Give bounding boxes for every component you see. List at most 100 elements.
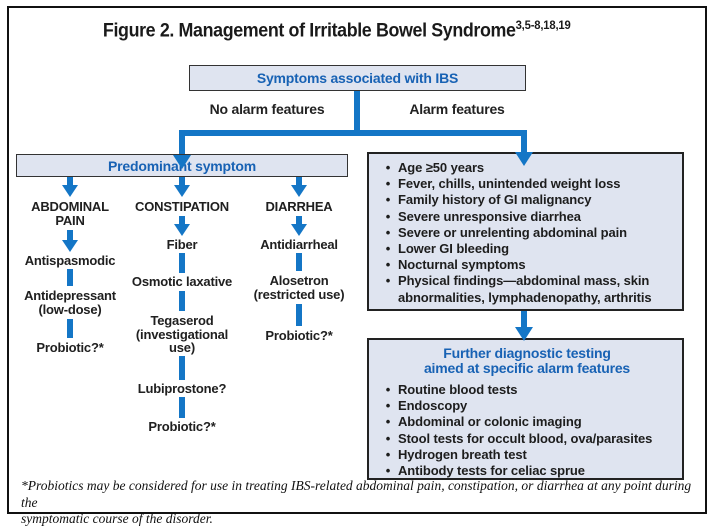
connector-col1-line — [67, 177, 73, 186]
footnote-line: symptomatic course of the disorder. — [21, 511, 213, 526]
connector-testing-line — [521, 311, 527, 328]
treatment-line: Probiotic?* — [148, 419, 216, 434]
connector-line — [296, 216, 302, 225]
bullet-icon: • — [385, 208, 391, 224]
connector-left-drop-line — [179, 130, 185, 156]
down-arrowhead-icon — [291, 224, 307, 236]
down-arrowhead-icon — [173, 155, 191, 169]
testing-item: • Endoscopy — [378, 398, 676, 414]
alarm-item: • Family history of GI malignancy — [378, 192, 676, 208]
connector-line — [179, 253, 185, 273]
treatment-line: Antispasmodic — [24, 253, 116, 268]
testing-item-text: Routine blood tests — [398, 382, 518, 397]
alarm-item: • Age ≥50 years — [378, 160, 676, 176]
treatment-line: Probiotic?* — [265, 328, 333, 343]
down-arrowhead-icon — [174, 185, 190, 197]
alarm-item-text: Nocturnal symptoms — [398, 257, 526, 273]
title-line: Further diagnostic testing — [443, 345, 611, 361]
treatment-line: Osmotic laxative — [131, 274, 233, 289]
bullet-icon: • — [385, 241, 391, 257]
treatment-probiotic-constipation: Probiotic?* — [112, 420, 252, 434]
bullet-icon: • — [385, 192, 391, 208]
treatment-alosetron: Alosetron (restricted use) — [229, 274, 369, 301]
treatment-fiber: Fiber — [112, 238, 252, 252]
treatment-antidiarrheal: Antidiarrheal — [229, 238, 369, 252]
treatment-line: (low-dose) — [38, 301, 102, 317]
diagnostic-testing-title: Further diagnostic testing aimed at spec… — [378, 346, 676, 376]
down-arrowhead-icon — [62, 240, 78, 252]
figure-title: Figure 2. Management of Irritable Bowel … — [9, 18, 705, 42]
bullet-icon: • — [385, 398, 391, 414]
column-header-constipation: CONSTIPATION — [112, 200, 252, 214]
bullet-icon: • — [385, 414, 391, 430]
testing-item: • Antibody tests for celiac sprue — [378, 463, 676, 479]
title-line: aimed at specific alarm features — [423, 360, 631, 376]
bullet-icon: • — [385, 273, 391, 289]
connector-line — [179, 216, 185, 225]
alarm-item-text: Severe unresponsive diarrhea — [398, 208, 581, 224]
alarm-item: •Severe or unrelenting abdominal pain — [378, 225, 676, 241]
footnote: *Probiotics may be considered for use in… — [21, 478, 693, 528]
treatment-line: Probiotic?* — [36, 340, 104, 355]
branch-label-no-alarm: No alarm features — [209, 101, 325, 117]
down-arrowhead-icon — [291, 185, 307, 197]
connector-line — [296, 304, 302, 326]
alarm-item: • Fever, chills, unintended weight loss — [378, 176, 676, 192]
treatment-probiotic-pain: Probiotic?* — [5, 341, 135, 355]
connector-line — [179, 356, 185, 380]
down-arrowhead-icon — [62, 185, 78, 197]
connector-right-drop-line — [521, 130, 527, 153]
alarm-features-box: • Age ≥50 years • Fever, chills, unintende… — [367, 152, 684, 311]
testing-item: • Stool tests for occult blood, ova/paras… — [378, 431, 676, 447]
connector-line — [67, 319, 73, 338]
bullet-icon: • — [385, 257, 391, 273]
alarm-item: • Physical findings—abdominal mass, skin … — [378, 273, 676, 305]
down-arrowhead-icon — [174, 224, 190, 236]
column-header-abdominal-pain: ABDOMINAL PAIN — [5, 200, 135, 227]
treatment-line: Lubiprostone? — [137, 381, 227, 396]
alarm-item-text: Severe or unrelenting abdominal pain — [398, 224, 628, 240]
treatment-line: Fiber — [166, 237, 198, 252]
alarm-item-text: Lower GI bleeding — [398, 241, 509, 257]
treatment-tegaserod: Tegaserod (investigational use) — [112, 314, 252, 355]
alarm-item-text: Age ≥50 years — [398, 160, 485, 175]
alarm-item-text: Family history of GI malignancy — [398, 192, 592, 208]
testing-item-text: Abdominal or colonic imaging — [398, 414, 582, 430]
branch-label-alarm: Alarm features — [409, 101, 505, 117]
header-line: DIARRHEA — [265, 199, 333, 214]
alarm-item: • Lower GI bleeding — [378, 241, 676, 257]
testing-item: • Abdominal or colonic imaging — [378, 414, 676, 430]
connector-line — [179, 397, 185, 418]
header-line: CONSTIPATION — [135, 199, 229, 214]
bullet-icon: • — [385, 176, 391, 192]
alarm-item: • Nocturnal symptoms — [378, 257, 676, 273]
bullet-icon: • — [385, 463, 391, 479]
bullet-icon: • — [385, 446, 391, 462]
connector-branch-bar — [179, 130, 527, 136]
treatment-osmotic-laxative: Osmotic laxative — [112, 275, 252, 289]
column-header-diarrhea: DIARRHEA — [229, 200, 369, 214]
treatment-line: Tegaserod — [150, 313, 214, 328]
treatment-line: Antidepressant — [24, 288, 116, 303]
testing-item: • Hydrogen breath test — [378, 447, 676, 463]
bullet-icon: • — [385, 160, 391, 175]
alarm-item-text: Fever, chills, unintended weight loss — [398, 176, 621, 192]
testing-item-text: Antibody tests for celiac sprue — [398, 463, 585, 479]
testing-item-text: Hydrogen breath test — [398, 446, 527, 462]
treatment-lubiprostone: Lubiprostone? — [112, 382, 252, 396]
down-arrowhead-icon — [515, 327, 533, 341]
treatment-antispasmodic: Antispasmodic — [5, 254, 135, 268]
treatment-line: Antidiarrheal — [260, 237, 338, 252]
testing-item-text: Endoscopy — [398, 398, 468, 414]
testing-item: •Routine blood tests — [378, 382, 676, 398]
bullet-icon: • — [385, 430, 391, 446]
figure-frame: Figure 2. Management of Irritable Bowel … — [7, 6, 707, 514]
alarm-item-text: Physical findings—abdominal mass, skin a… — [398, 273, 652, 305]
connector-line — [67, 230, 73, 241]
alarm-item: • Severe unresponsive diarrhea — [378, 209, 676, 225]
header-line: ABDOMINAL — [31, 199, 109, 214]
treatment-line: (investigational — [135, 326, 229, 342]
figure-title-text: Figure 2. Management of Irritable Bowel … — [103, 20, 516, 42]
root-node-symptoms-ibs: Symptoms associated with IBS — [189, 65, 526, 91]
testing-item-text: Stool tests for occult blood, ova/parasi… — [398, 430, 653, 446]
